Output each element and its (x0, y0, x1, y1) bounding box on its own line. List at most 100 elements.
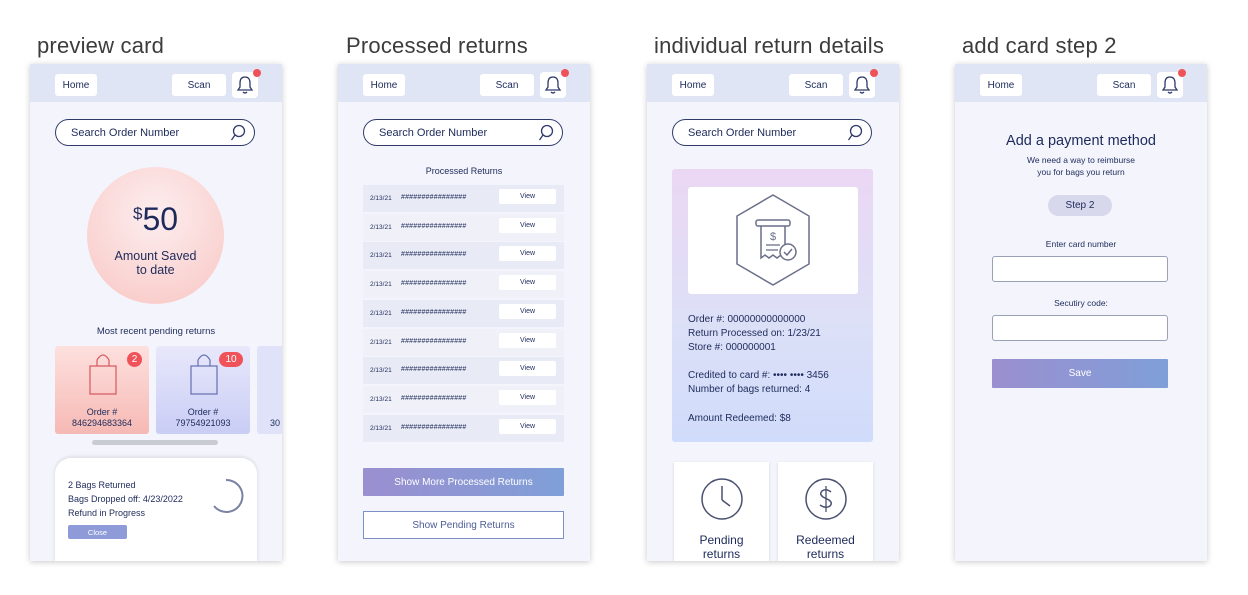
card-number-input[interactable] (992, 256, 1168, 282)
phone-add-card: Home Scan Add a payment method We need a… (955, 64, 1207, 561)
bell-icon (853, 76, 871, 94)
pending-return-card[interactable]: 10 Order #79754921093 (156, 346, 250, 434)
view-return-button[interactable]: View (499, 217, 556, 233)
pending-return-card[interactable]: 30 (257, 346, 282, 434)
notifications-button[interactable] (1157, 69, 1186, 98)
return-order-number: ################ (401, 308, 467, 316)
top-nav-bar: Home Scan (30, 64, 282, 102)
table-row: 2/13/21 ################ View (363, 242, 564, 270)
bell-icon (544, 76, 562, 94)
receipt-icon: $ (736, 194, 810, 286)
table-row: 2/13/21################View (363, 185, 564, 212)
scan-button[interactable]: Scan (1097, 74, 1151, 96)
receipt-dollar-symbol: $ (770, 231, 776, 243)
security-code-input[interactable] (992, 315, 1168, 341)
search-placeholder: Search Order Number (71, 127, 180, 139)
search-input[interactable]: Search Order Number (363, 119, 563, 146)
table-row: 2/13/21################View (363, 357, 564, 385)
return-date: 2/13/21 (370, 281, 392, 289)
show-more-processed-button[interactable]: Show More Processed Returns (363, 468, 564, 496)
receipt-illustration: $ (688, 187, 858, 294)
return-date: 2/13/21 (370, 309, 392, 317)
bags-returned-text: 2 Bags Returned (68, 480, 136, 490)
home-button[interactable]: Home (672, 74, 714, 96)
amount-saved-value: $50 (132, 201, 179, 237)
search-icon (538, 124, 554, 141)
search-icon (230, 124, 246, 141)
title-add-card-step-2: add card step 2 (962, 33, 1117, 58)
return-order-number: ################ (401, 394, 467, 402)
bell-icon (236, 76, 254, 94)
bag-count-badge: 2 (127, 352, 142, 367)
bags-returned-text: Number of bags returned: 4 (688, 384, 811, 395)
top-nav-bar: Home Scan (338, 64, 590, 102)
processed-returns-heading: Processed Returns (425, 166, 503, 176)
store-number-text: Store #: 000000001 (688, 342, 776, 353)
notification-dot (561, 69, 569, 77)
close-button[interactable]: Close (68, 525, 127, 539)
return-date: 2/13/21 (370, 195, 392, 202)
table-row: 2/13/21################View (363, 271, 564, 299)
order-label: 30 (270, 418, 281, 428)
horizontal-scrollbar[interactable] (92, 440, 218, 445)
home-button[interactable]: Home (980, 74, 1022, 96)
search-icon (847, 124, 863, 141)
notification-dot (1178, 69, 1186, 77)
dropoff-date-text: Bags Dropped off: 4/23/2022 (68, 494, 183, 504)
top-nav-bar: Home Scan (647, 64, 899, 102)
table-row: 2/13/21################View (363, 213, 564, 241)
view-return-button[interactable]: View (499, 332, 556, 348)
return-date: 2/13/21 (370, 338, 392, 346)
notifications-button[interactable] (540, 69, 569, 98)
order-label: Order #79754921093 (175, 407, 231, 428)
view-return-button[interactable]: View (499, 361, 556, 377)
table-row: 2/13/21################View (363, 414, 564, 442)
search-input[interactable]: Search Order Number (672, 119, 872, 146)
view-return-button[interactable]: View (499, 303, 556, 319)
scan-button[interactable]: Scan (172, 74, 226, 96)
shopping-bag-icon (190, 354, 218, 395)
notification-dot (253, 69, 261, 77)
security-code-label: Secutiry code: (1054, 298, 1108, 308)
recent-returns-label: Most recent pending returns (96, 326, 216, 337)
view-return-button[interactable]: View (499, 275, 556, 291)
title-preview-card: preview card (37, 33, 165, 58)
save-button[interactable]: Save (992, 359, 1168, 388)
return-date: 2/13/21 (370, 223, 392, 231)
return-date: 2/13/21 (370, 367, 392, 375)
return-order-number: ################ (401, 423, 467, 431)
view-return-button[interactable]: View (499, 189, 556, 204)
show-pending-button[interactable]: Show Pending Returns (363, 511, 564, 539)
scan-button[interactable]: Scan (480, 74, 534, 96)
phone-return-details: Home Scan Search Order Number $ Order #:… (647, 64, 899, 561)
home-button[interactable]: Home (55, 74, 97, 96)
phone-preview-card: Home Scan Search Order Number $50 Amount… (30, 64, 282, 561)
bag-count-badge: 10 (219, 352, 243, 367)
notifications-button[interactable] (849, 69, 878, 98)
return-order-number: ################ (401, 251, 467, 259)
top-nav-bar: Home Scan (955, 64, 1207, 102)
clock-icon (701, 478, 743, 520)
notification-dot (870, 69, 878, 77)
phone-processed-returns: Home Scan Search Order Number Processed … (338, 64, 590, 561)
loading-spinner-icon (213, 478, 244, 513)
notifications-button[interactable] (232, 69, 261, 98)
search-placeholder: Search Order Number (379, 127, 488, 139)
scan-button[interactable]: Scan (789, 74, 843, 96)
view-return-button[interactable]: View (499, 389, 556, 405)
pending-return-card[interactable]: 2 Order #846294683364 (55, 346, 149, 434)
view-return-button[interactable]: View (499, 246, 556, 262)
step-indicator: Step 2 (1048, 195, 1112, 216)
return-date: 2/13/21 (370, 395, 392, 403)
return-date: 2/13/21 (370, 252, 392, 260)
dollar-coin-icon (805, 478, 847, 520)
view-return-button[interactable]: View (499, 418, 556, 434)
search-input[interactable]: Search Order Number (55, 119, 255, 146)
refund-status-text: Refund in Progress (68, 508, 146, 518)
order-label: Order #846294683364 (71, 407, 133, 428)
home-button[interactable]: Home (363, 74, 405, 96)
